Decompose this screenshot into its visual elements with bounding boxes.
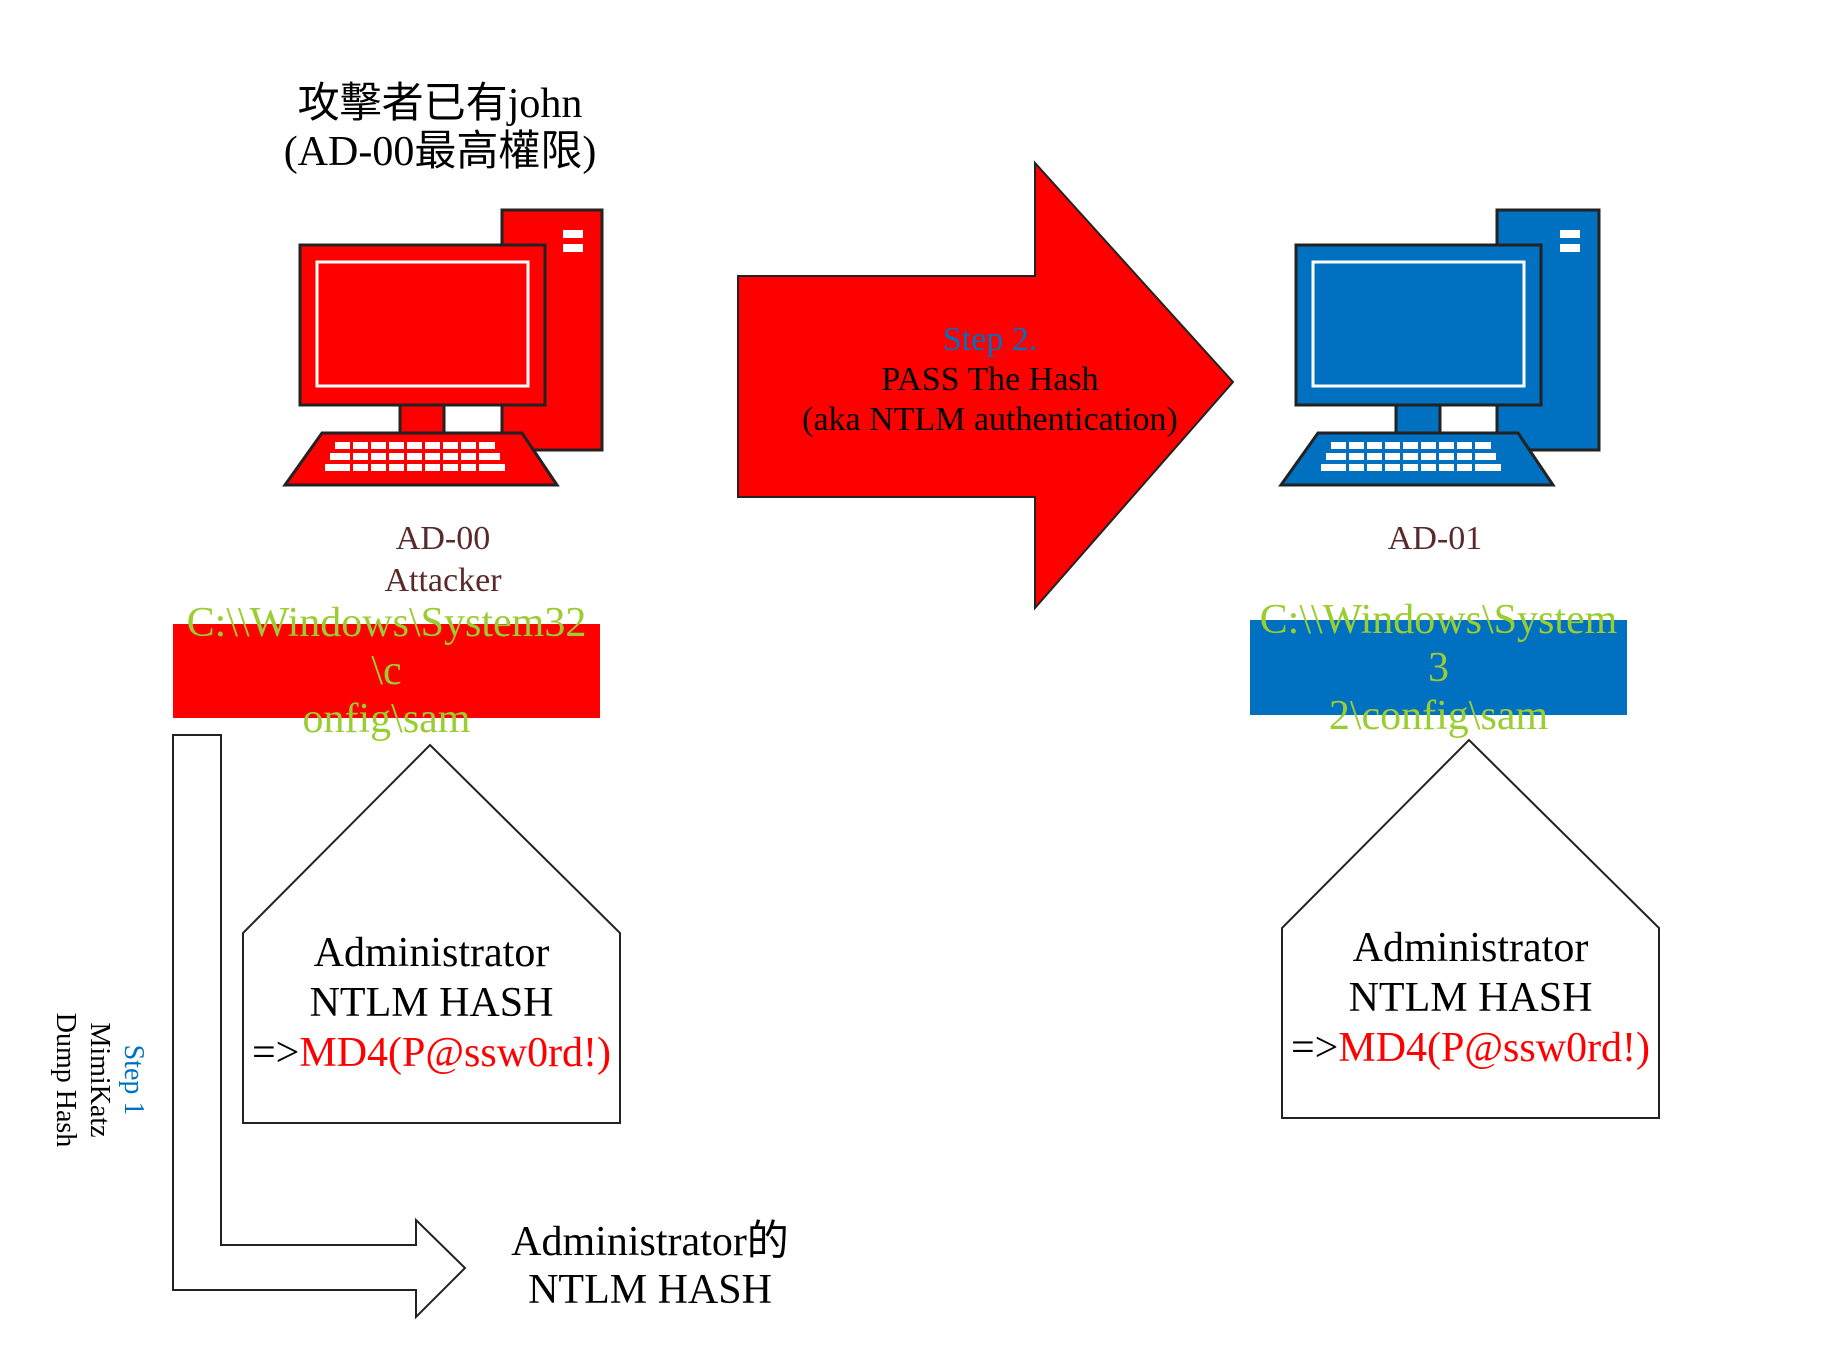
target-host-label: AD-01 <box>1335 518 1535 560</box>
attacker-hash-prefix: => <box>251 1030 300 1076</box>
attacker-hash-value: MD4(P@ssw0rd!) <box>299 1030 612 1076</box>
attacker-house-line1: Administrator <box>313 930 550 976</box>
target-house-line3: =>MD4(P@ssw0rd!) <box>1282 1023 1659 1073</box>
step1-label: Step 1 <box>118 1044 149 1116</box>
result-line1: Administrator的 <box>511 1219 789 1265</box>
step2-line1: PASS The Hash <box>881 361 1099 398</box>
attacker-host-label: AD-00 Attacker <box>343 518 543 602</box>
attacker-sam-path-line2: onfig\sam <box>302 696 471 742</box>
attacker-sam-box <box>173 624 600 718</box>
dump-hash-bent-arrow <box>172 734 467 1320</box>
title-line2: (AD-00最高權限) <box>283 129 597 175</box>
step2-line2: (aka NTLM authentication) <box>802 401 1178 438</box>
target-house-line2: NTLM HASH <box>1348 975 1593 1021</box>
result-line2: NTLM HASH <box>528 1267 772 1313</box>
attacker-house-line3: =>MD4(P@ssw0rd!) <box>243 1028 620 1078</box>
target-house-text: Administrator NTLM HASH =>MD4(P@ssw0rd!) <box>1282 923 1659 1073</box>
attacker-host-name: AD-00 <box>395 520 491 557</box>
target-sam-path: C:\\Windows\System3 2\config\sam <box>1250 597 1627 739</box>
target-hash-prefix: => <box>1290 1025 1339 1071</box>
target-hash-value: MD4(P@ssw0rd!) <box>1338 1025 1651 1071</box>
title-line1: 攻擊者已有john <box>297 81 583 127</box>
step1-text: Step 1 MimiKatz Dump Hash <box>10 960 150 1200</box>
target-computer-icon <box>1278 208 1601 487</box>
step2-text: Step 2. PASS The Hash (aka NTLM authenti… <box>760 320 1220 440</box>
target-sam-path-line1: C:\\Windows\System3 <box>1259 596 1618 691</box>
step1-line1: MimiKatz <box>84 1022 115 1138</box>
pass-the-hash-arrow <box>737 160 1235 611</box>
attacker-house-text: Administrator NTLM HASH =>MD4(P@ssw0rd!) <box>243 928 620 1078</box>
step1-line2: Dump Hash <box>50 1012 81 1148</box>
target-house-line1: Administrator <box>1352 925 1589 971</box>
attacker-computer-icon <box>282 208 604 487</box>
step2-label: Step 2. <box>942 321 1038 358</box>
target-sam-box <box>1250 620 1627 715</box>
attacker-sam-path: C:\\Windows\System32\c onfig\sam <box>173 600 600 742</box>
target-sam-path-line2: 2\config\sam <box>1328 692 1549 739</box>
attacker-house-line2: NTLM HASH <box>309 980 554 1026</box>
attacker-sam-path-line1: C:\\Windows\System32\c <box>186 600 587 694</box>
attacker-privilege-title: 攻擊者已有john (AD-00最高權限) <box>230 80 650 176</box>
target-host-name: AD-01 <box>1387 520 1483 557</box>
target-hash-house <box>1281 738 1660 1119</box>
attacker-host-role: Attacker <box>384 562 502 599</box>
dumped-hash-result: Administrator的 NTLM HASH <box>480 1218 820 1314</box>
attacker-hash-house <box>242 743 621 1124</box>
